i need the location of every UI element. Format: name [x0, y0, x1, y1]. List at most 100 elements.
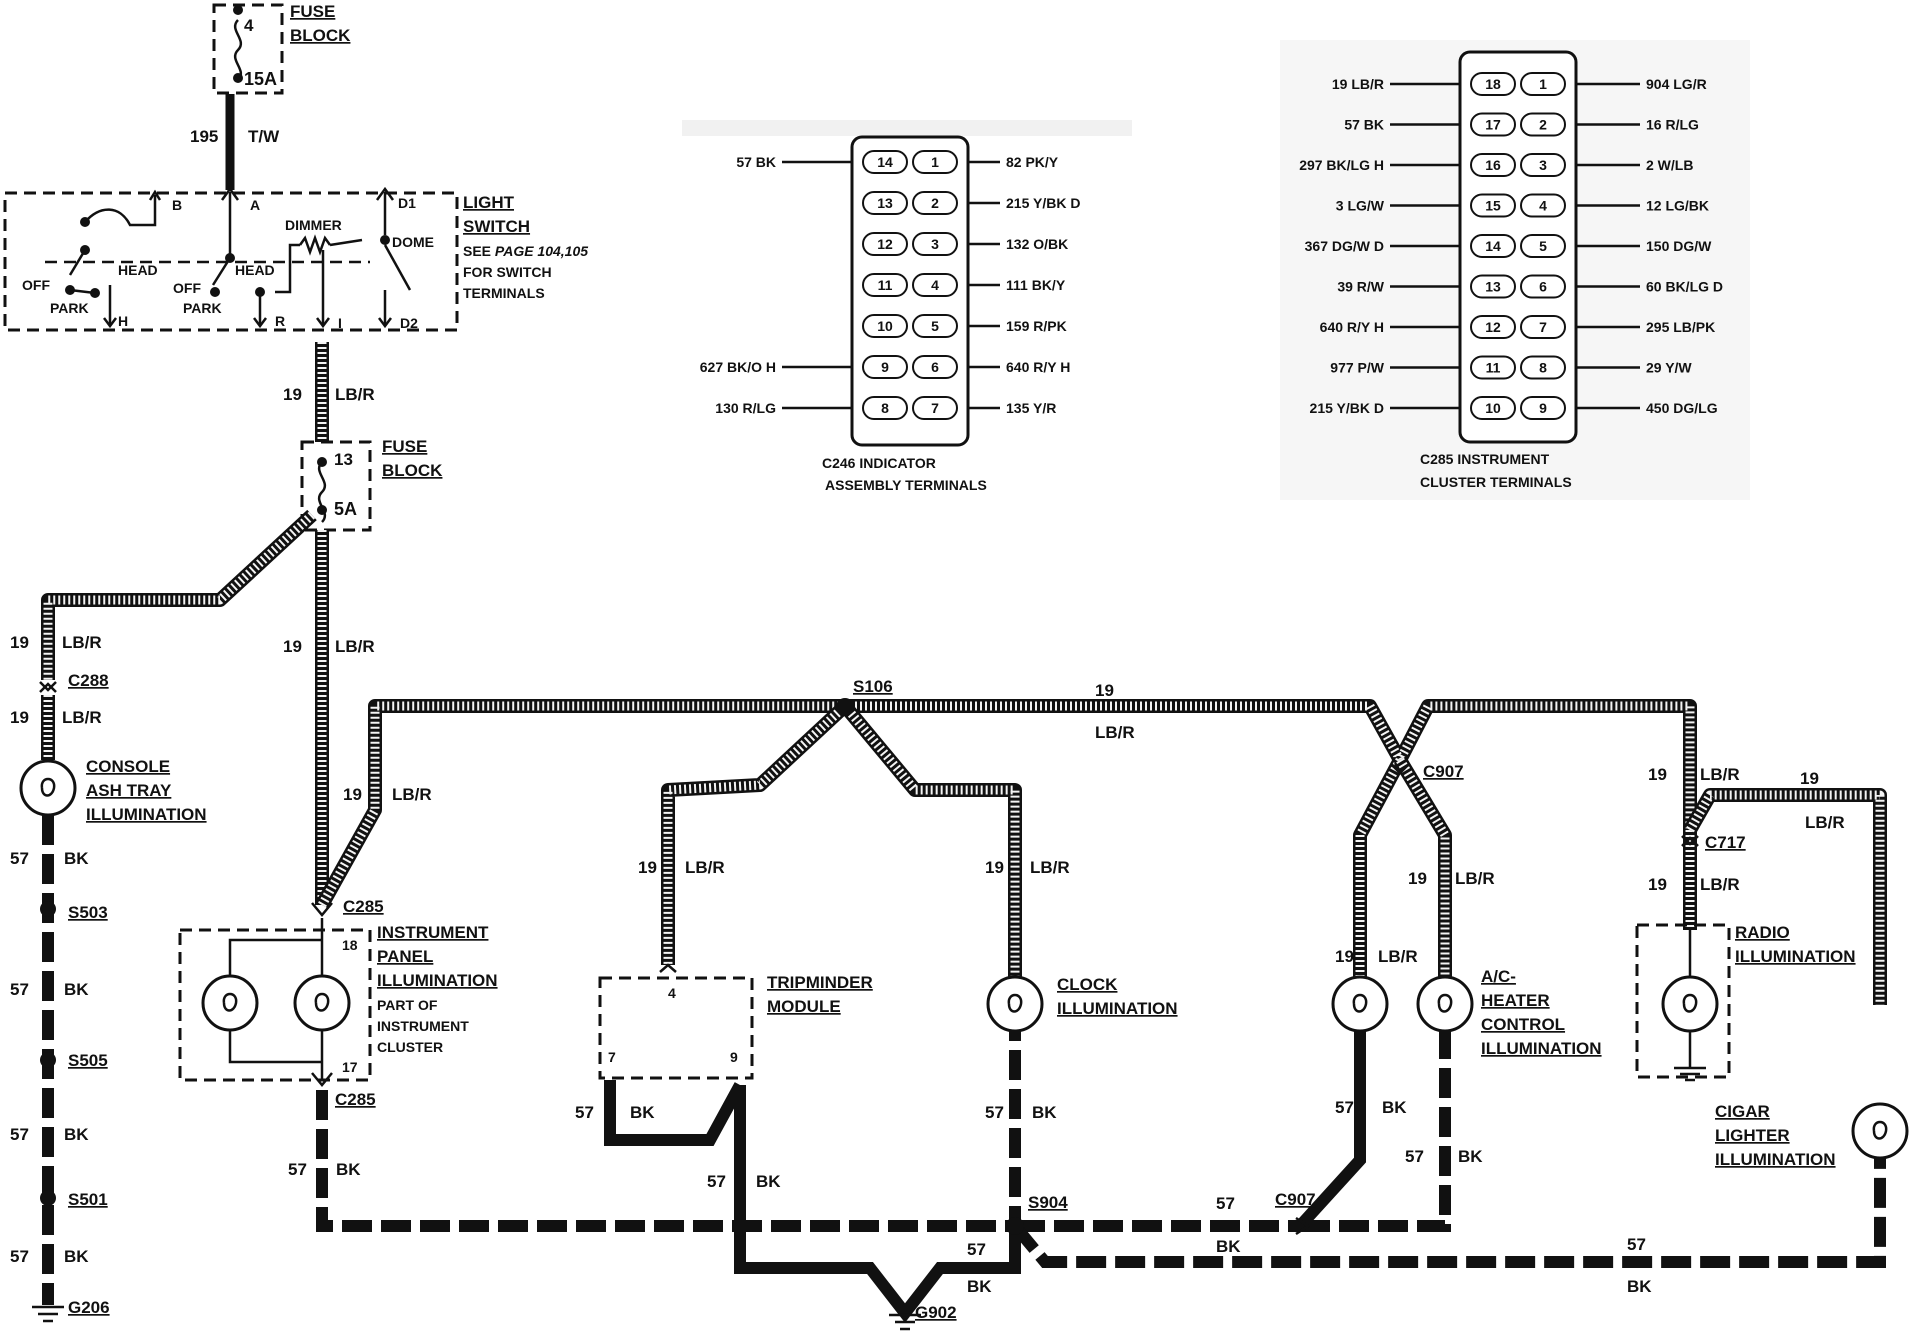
svg-text:LB/R: LB/R [62, 633, 102, 652]
svg-text:BK: BK [1032, 1103, 1057, 1122]
svg-text:TRIPMINDER: TRIPMINDER [767, 973, 873, 992]
c285t-wire-left-label: 19 LB/R [1332, 76, 1384, 92]
svg-text:4: 4 [668, 985, 676, 1001]
svg-text:LB/R: LB/R [1095, 723, 1135, 742]
c285t-pin-right-number: 4 [1539, 198, 1547, 214]
svg-text:D1: D1 [398, 195, 416, 211]
svg-text:BK: BK [1382, 1098, 1407, 1117]
c246-wire-right-label: 135 Y/R [1006, 400, 1056, 416]
svg-text:LB/R: LB/R [1030, 858, 1070, 877]
svg-text:RADIO: RADIO [1735, 923, 1790, 942]
c285t-pin-right [1520, 234, 1566, 258]
c285t-wire-left-label: 367 DG/W D [1305, 238, 1384, 254]
c285t-pin-right-number: 7 [1539, 319, 1547, 335]
c246-wire-right-label: 640 R/Y H [1006, 359, 1070, 375]
svg-text:BK: BK [630, 1103, 655, 1122]
c246-wire-right-label: 132 O/BK [1006, 236, 1068, 252]
tripminder-module: 4 7 9 TRIPMINDER MODULE [598, 963, 873, 1080]
c246-pin-left-number: 11 [878, 277, 893, 293]
c285t-pin-left-number: 17 [1485, 117, 1501, 133]
svg-text:FUSE: FUSE [382, 437, 427, 456]
s505-label: S505 [68, 1051, 108, 1070]
svg-text:LB/R: LB/R [1378, 947, 1418, 966]
c246-pin-left-number: 12 [877, 236, 893, 252]
c285t-wire-left-label: 57 BK [1344, 117, 1384, 133]
svg-text:195: 195 [190, 127, 218, 146]
fuse-block-top: 4 15A FUSE BLOCK [212, 2, 351, 95]
c285t-pin-right [1520, 193, 1566, 218]
svg-text:SEE PAGE 104,105: SEE PAGE 104,105 [463, 243, 588, 259]
svg-text:ASH TRAY: ASH TRAY [86, 781, 172, 800]
svg-text:C285 INSTRUMENT: C285 INSTRUMENT [1420, 451, 1550, 467]
s501-label: S501 [68, 1190, 108, 1209]
c246-pin-right-number: 5 [931, 318, 939, 334]
c246-pin-right [912, 273, 958, 297]
ac-heater-control-bulb: A/C- HEATER CONTROL ILLUMINATION [1416, 967, 1602, 1058]
radio-illumination: RADIO ILLUMINATION [1635, 923, 1856, 1082]
c285t-wire-right-label: 16 R/LG [1646, 117, 1699, 133]
svg-text:LIGHTER: LIGHTER [1715, 1126, 1790, 1145]
svg-text:19: 19 [343, 785, 362, 804]
lbr-labels: 19 LB/R 19 LB/R 19 LB/R 19 LB/R 19 LB/R … [10, 385, 1845, 966]
c285t-pin-right-number: 5 [1539, 238, 1547, 254]
c285t-wire-right-label: 150 DG/W [1646, 238, 1712, 254]
c285t-pin-right [1520, 153, 1566, 177]
c285t-wire-left-label: 640 R/Y H [1320, 319, 1384, 335]
svg-text:57: 57 [1405, 1147, 1424, 1166]
c285t-pin-right [1520, 355, 1566, 380]
svg-text:LB/R: LB/R [685, 858, 725, 877]
c246-pin-left [862, 232, 908, 256]
svg-text:CLUSTER: CLUSTER [377, 1039, 443, 1055]
c246-wire-right-label: 82 PK/Y [1006, 154, 1059, 170]
svg-text:BK: BK [1627, 1277, 1652, 1296]
svg-text:INSTRUMENT: INSTRUMENT [377, 923, 489, 942]
svg-text:13: 13 [334, 450, 353, 469]
c246-pin-left-number: 10 [877, 318, 893, 334]
c907-bulb-left [1331, 975, 1389, 1033]
svg-text:19: 19 [1648, 765, 1667, 784]
svg-text:BK: BK [64, 980, 89, 999]
svg-text:INSTRUMENT: INSTRUMENT [377, 1018, 469, 1034]
c285t-pin-right-number: 6 [1539, 279, 1547, 295]
s503-label: S503 [68, 903, 108, 922]
svg-text:A/C-: A/C- [1481, 967, 1516, 986]
svg-text:57: 57 [1216, 1194, 1235, 1213]
svg-text:PARK: PARK [183, 300, 222, 316]
c246-pin-left [862, 150, 908, 174]
svg-text:SWITCH: SWITCH [463, 217, 530, 236]
svg-text:57: 57 [288, 1160, 307, 1179]
svg-text:19: 19 [638, 858, 657, 877]
svg-text:PANEL: PANEL [377, 947, 433, 966]
svg-text:LB/R: LB/R [335, 385, 375, 404]
c285t-pin-left [1470, 112, 1516, 137]
c246-pin-right-number: 7 [931, 400, 939, 416]
svg-text:LB/R: LB/R [392, 785, 432, 804]
svg-text:BK: BK [64, 1125, 89, 1144]
lbr-wires [41, 342, 1887, 1005]
c285t-pin-left-number: 18 [1485, 76, 1501, 92]
svg-text:19: 19 [985, 858, 1004, 877]
c246-wire-right-label: 159 R/PK [1006, 318, 1067, 334]
svg-text:BLOCK: BLOCK [382, 461, 443, 480]
c285t-pin-left [1470, 355, 1516, 380]
c246-pin-right-number: 4 [931, 277, 939, 293]
c285t-pin-left [1470, 234, 1516, 258]
svg-text:HEAD: HEAD [235, 262, 275, 278]
svg-text:C246 INDICATOR: C246 INDICATOR [822, 455, 936, 471]
svg-text:LB/R: LB/R [62, 708, 102, 727]
c246-pin-left [862, 396, 908, 420]
svg-text:19: 19 [1800, 769, 1819, 788]
svg-text:57: 57 [10, 849, 29, 868]
svg-text:CIGAR: CIGAR [1715, 1102, 1770, 1121]
svg-text:TERMINALS: TERMINALS [463, 285, 545, 301]
